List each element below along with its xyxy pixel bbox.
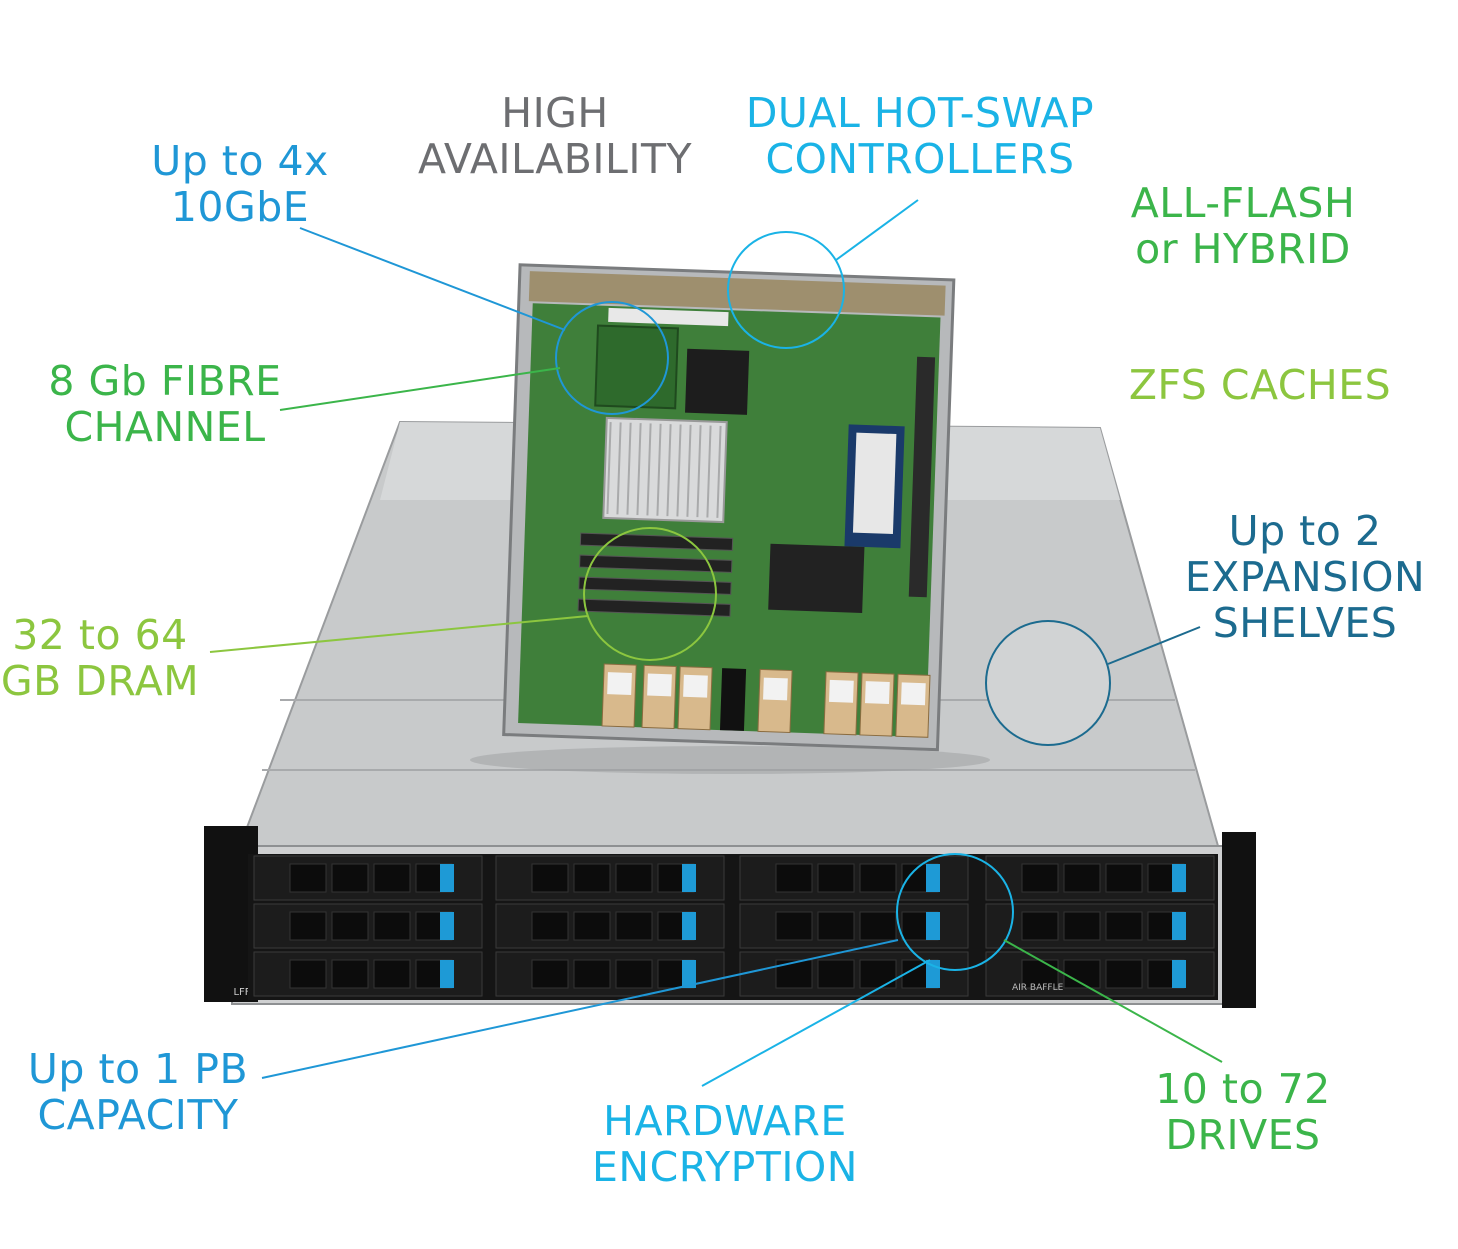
drive-bay[interactable]: [985, 951, 1215, 997]
callout-circle-dram: [583, 527, 717, 661]
rack-ear-right: [1222, 832, 1256, 1008]
bezel-label: AIR BAFFLE: [1012, 983, 1064, 993]
sfp-port[interactable]: [677, 666, 713, 731]
cpu-heatsink: [602, 416, 728, 524]
label-fibre-channel: 8 Gb FIBRE CHANNEL: [48, 357, 282, 451]
drive-release-tab[interactable]: [682, 864, 696, 892]
rear-connectors: [601, 663, 931, 738]
chipset-heatsink: [768, 543, 865, 613]
drive-release-tab[interactable]: [440, 864, 454, 892]
label-expansion-shelves: Up to 2 EXPANSION SHELVES: [1184, 507, 1426, 647]
label-dram: 32 to 64 GB DRAM: [0, 611, 200, 705]
drive-release-tab[interactable]: [926, 912, 940, 940]
label-hardware-encryption: HARDWARE ENCRYPTION: [592, 1097, 858, 1191]
label-drives: 10 to 72 DRIVES: [1155, 1065, 1331, 1159]
drive-bay[interactable]: [495, 855, 725, 901]
drive-release-tab[interactable]: [926, 864, 940, 892]
label-capacity: Up to 1 PB CAPACITY: [27, 1045, 249, 1139]
label-dual-hot-swap-controllers: DUAL HOT-SWAP CONTROLLERS: [745, 89, 1095, 183]
drive-bay[interactable]: [253, 951, 483, 997]
callout-circle-10gbe: [555, 301, 669, 415]
drive-release-tab[interactable]: [440, 960, 454, 988]
sfp-port[interactable]: [895, 673, 931, 738]
drive-release-tab[interactable]: [682, 960, 696, 988]
drive-release-tab[interactable]: [1172, 864, 1186, 892]
drive-bay[interactable]: [495, 903, 725, 949]
label-zfs-caches: ZFS CACHES: [1128, 361, 1392, 409]
callout-circle-expansion: [985, 620, 1111, 746]
motherboard: [518, 303, 941, 738]
drive-bay[interactable]: [495, 951, 725, 997]
network-card: [594, 324, 679, 410]
label-10gbe: Up to 4x 10GbE: [151, 137, 329, 231]
leader-controllers: [835, 199, 919, 261]
drive-bay[interactable]: [253, 855, 483, 901]
drive-bay[interactable]: [739, 903, 969, 949]
leader-dram: [209, 615, 589, 653]
drive-release-tab[interactable]: [440, 912, 454, 940]
label-high-availability: HIGH AVAILABILITY: [417, 89, 693, 183]
leader-encryption: [701, 959, 931, 1087]
label-all-flash: ALL-FLASH or HYBRID: [1130, 179, 1356, 273]
drive-bay[interactable]: [985, 855, 1215, 901]
heatsink-fins: [606, 422, 722, 518]
rack-ear-label: LFF: [233, 987, 250, 998]
controller-heatsink: [685, 348, 750, 415]
drive-release-tab[interactable]: [1172, 912, 1186, 940]
sfp-port[interactable]: [641, 664, 677, 729]
leader-expansion: [1107, 626, 1201, 665]
drive-bay[interactable]: [739, 951, 969, 997]
callout-circle-controllers: [727, 231, 845, 349]
leader-drives: [1003, 939, 1223, 1063]
sfp-port[interactable]: [757, 668, 793, 734]
drive-release-tab[interactable]: [682, 912, 696, 940]
callout-circle-drives: [896, 853, 1014, 971]
leader-fibre: [279, 367, 561, 411]
drive-bay[interactable]: [985, 903, 1215, 949]
leader-10gbe: [299, 227, 566, 331]
drive-bay[interactable]: [739, 855, 969, 901]
sfp-port[interactable]: [823, 671, 859, 736]
sfp-port[interactable]: [601, 663, 637, 728]
sfp-port[interactable]: [859, 672, 895, 737]
drive-bay[interactable]: [253, 903, 483, 949]
leader-capacity: [261, 939, 899, 1079]
drive-release-tab[interactable]: [1172, 960, 1186, 988]
